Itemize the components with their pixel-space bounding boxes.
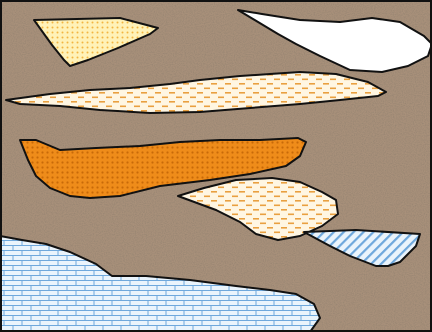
stratigraphy-diagram — [0, 0, 432, 332]
